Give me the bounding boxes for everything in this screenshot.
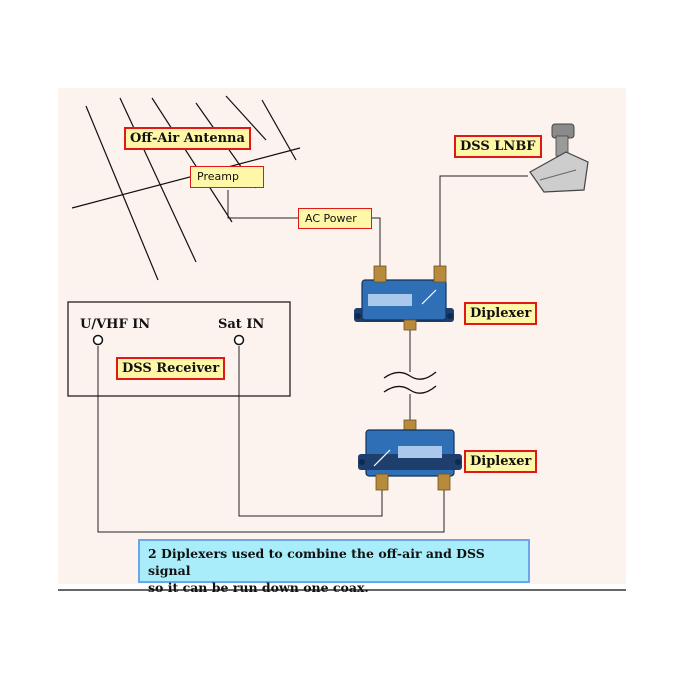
preamp-to-ac-power-wire: [227, 190, 298, 219]
dss-lnbf-label: DSS LNBF: [454, 135, 542, 158]
off-air-antenna-label: Off-Air Antenna: [124, 127, 251, 150]
lnbf-device: [529, 123, 589, 193]
dss-receiver-box: [67, 301, 291, 397]
dss-receiver-label: DSS Receiver: [116, 357, 226, 380]
diagram-background: [58, 88, 626, 584]
top-diplexer-device: [354, 265, 454, 331]
preamp-label: Preamp: [190, 166, 264, 188]
top-diplexer-label: Diplexer: [464, 302, 538, 325]
cable-break-mark: [383, 371, 437, 394]
ac-power-to-diplexer-wire: [372, 217, 381, 266]
bottom-diplexer-label: Diplexer: [464, 450, 538, 473]
uvhf-in-jack: [92, 334, 104, 346]
lnbf-to-diplexer-wire: [439, 175, 528, 266]
caption-line-1: 2 Diplexers used to combine the off-air …: [148, 546, 485, 578]
caption-box: 2 Diplexers used to combine the off-air …: [138, 539, 530, 595]
coax-wires: [97, 175, 528, 533]
sat-to-diplexer-wire: [238, 346, 383, 517]
caption-line-2: so it can be run down one coax.: [148, 579, 369, 595]
bottom-diplexer-device: [358, 419, 462, 491]
sat-in-jack: [233, 334, 245, 346]
ac-power-label: AC Power: [298, 208, 372, 229]
sat-in-label: Sat IN: [218, 317, 265, 332]
uvhf-in-label: U/VHF IN: [80, 317, 151, 332]
uvhf-to-diplexer-wire: [97, 346, 445, 533]
